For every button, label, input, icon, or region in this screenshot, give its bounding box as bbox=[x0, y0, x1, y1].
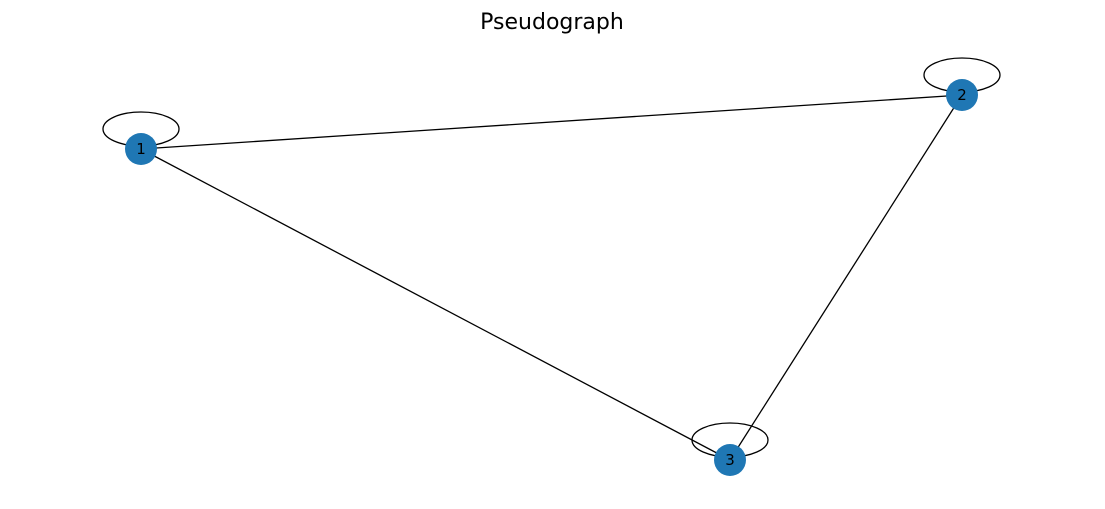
edge-1-3 bbox=[140, 148, 731, 461]
node-2 bbox=[946, 79, 978, 111]
node-1 bbox=[125, 133, 157, 165]
edges-layer bbox=[102, 57, 1001, 461]
graph-title: Pseudograph bbox=[480, 10, 624, 35]
nodes-layer: 1 2 3 bbox=[125, 79, 978, 476]
node-3 bbox=[714, 444, 746, 476]
node-label-1: 1 bbox=[136, 140, 146, 158]
edge-2-3 bbox=[729, 94, 963, 461]
edge-1-2 bbox=[140, 94, 963, 150]
node-label-2: 2 bbox=[957, 86, 967, 104]
node-label-3: 3 bbox=[725, 451, 735, 469]
